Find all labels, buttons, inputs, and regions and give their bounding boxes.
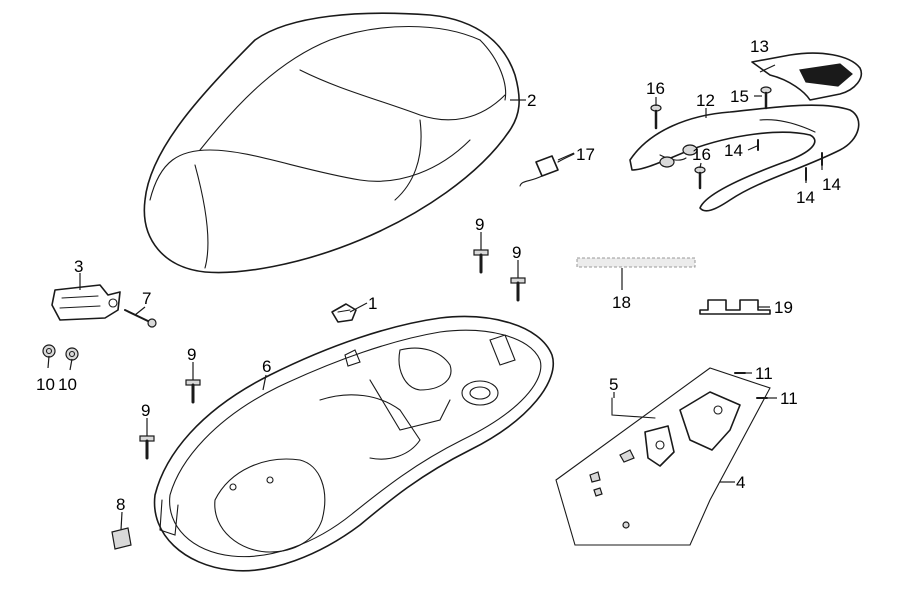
- callout-4: 4: [736, 473, 745, 492]
- nut-part-b: [65, 347, 79, 361]
- leader-lines: [47, 64, 823, 531]
- callout-16b: 16: [692, 145, 711, 164]
- rail-screw-part-15: [760, 86, 772, 110]
- bracket-part: [51, 284, 121, 321]
- storage-box-part: [153, 315, 555, 572]
- callout-8: 8: [116, 495, 125, 514]
- callout-2: 2: [527, 91, 536, 110]
- callout-19: 19: [774, 298, 793, 317]
- callout-17: 17: [576, 145, 595, 164]
- seat-lock-assembly-part: [555, 367, 771, 546]
- seat-part: [143, 12, 520, 274]
- callout-9a: 9: [475, 215, 484, 234]
- rail-screw-part-16a: [650, 104, 662, 130]
- callout-11b: 11: [780, 389, 798, 408]
- callout-14c: 14: [822, 175, 841, 194]
- bolt-part-b: [510, 277, 526, 302]
- callout-1: 1: [368, 294, 377, 313]
- cable-part: [611, 397, 656, 419]
- callout-11a: 11: [755, 364, 773, 383]
- callout-14a: 14: [724, 141, 743, 160]
- callout-9b: 9: [512, 243, 521, 262]
- wire-connector-part: [519, 153, 575, 187]
- bolt-part-d: [139, 435, 155, 460]
- long-bolt-part: [124, 309, 157, 328]
- bolt-part-a: [473, 249, 489, 274]
- rail-cap-part: [751, 52, 862, 101]
- callout-14b: 14: [796, 188, 815, 207]
- callout-13: 13: [750, 37, 769, 56]
- callout-7: 7: [142, 289, 151, 308]
- callout-5: 5: [609, 375, 618, 394]
- tube-part: [576, 257, 696, 268]
- nut-part-a: [42, 344, 56, 358]
- callout-16a: 16: [646, 79, 665, 98]
- callout-6: 6: [262, 357, 271, 376]
- callouts: 1 2 3 4 5 6 7 8 9 9 9 9 10 10 11 11 12 1…: [36, 37, 841, 514]
- callout-12: 12: [696, 91, 715, 110]
- callout-10a: 10: [36, 375, 55, 394]
- plate-part: [111, 527, 132, 550]
- callout-9c: 9: [187, 345, 196, 364]
- callout-10b: 10: [58, 375, 77, 394]
- callout-3: 3: [74, 257, 83, 276]
- callout-15: 15: [730, 87, 749, 106]
- rubber-strip-part: [699, 299, 771, 315]
- rail-screw-part-16b: [694, 166, 706, 190]
- bolt-part-c: [185, 379, 201, 404]
- clip-part: [331, 303, 357, 323]
- callout-9d: 9: [141, 401, 150, 420]
- grab-rail-part: [629, 104, 860, 212]
- callout-18: 18: [612, 293, 631, 312]
